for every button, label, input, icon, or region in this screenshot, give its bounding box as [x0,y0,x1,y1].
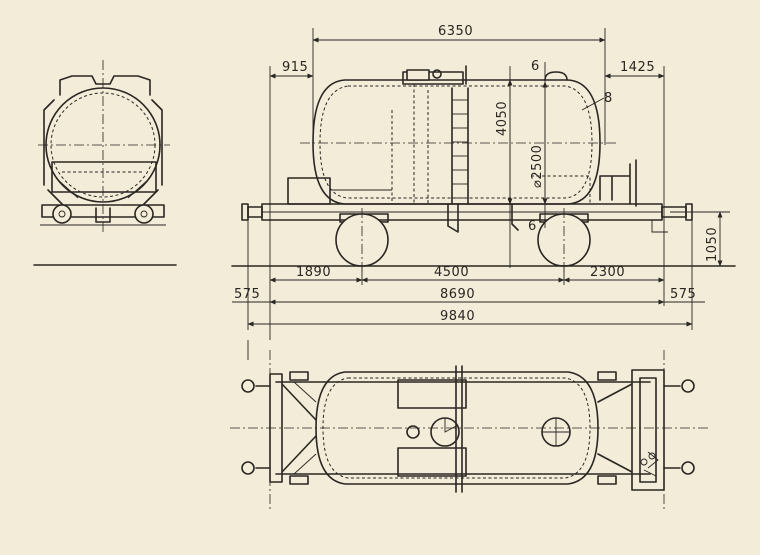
dim-wheelbase: 4500 [434,265,469,280]
plan-view [230,340,708,510]
side-view [231,28,736,340]
dim-tank-rear-offset: 1425 [620,60,655,75]
dim-frame-height-mark: 6 [528,219,537,234]
dim-tank-diameter: ⌀2500 [530,145,545,188]
dim-end-offset-left: 575 [234,287,260,302]
dim-shell-thickness: 8 [604,91,613,106]
end-view [33,60,177,266]
dim-front-overhang: 1890 [296,265,331,280]
dimension-lines [232,37,723,327]
dim-overall-tank-length: 6350 [438,24,473,39]
dimension-labels: 6350 915 1425 6 8 4050 ⌀2500 6 1050 1890… [234,24,720,324]
dim-end-offset-right: 575 [670,287,696,302]
dim-rear-overhang: 2300 [590,265,625,280]
dim-buffer-height: 1050 [705,227,720,262]
dim-tank-front-offset: 915 [282,60,308,75]
dim-tank-height: 4050 [495,101,510,136]
dim-overall-length: 9840 [440,309,475,324]
dim-dome-height: 6 [531,59,540,74]
dim-frame-length: 8690 [440,287,475,302]
